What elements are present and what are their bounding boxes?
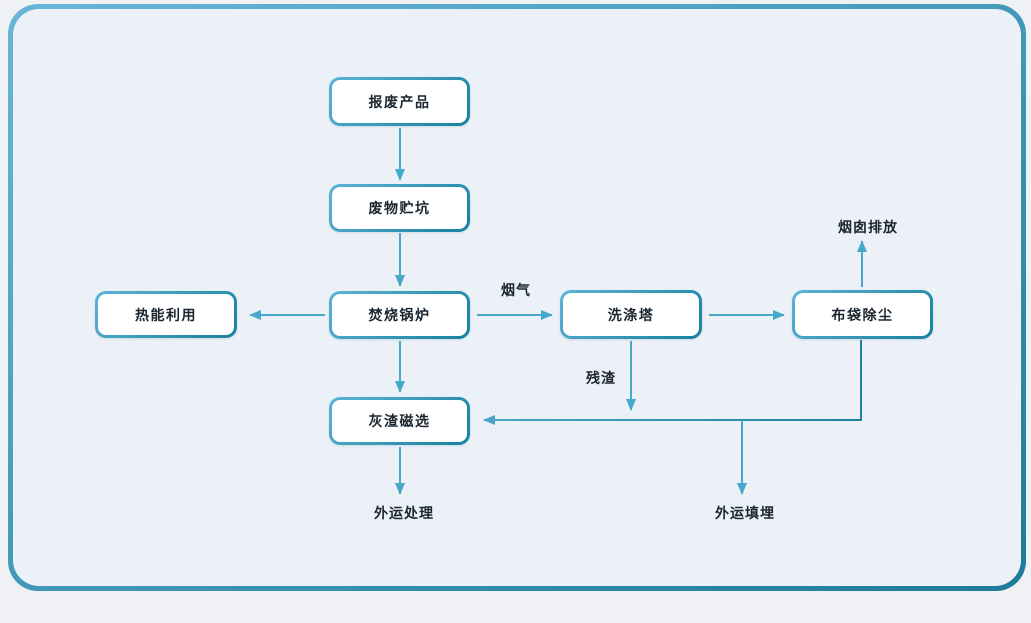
node-scrap-products-box: 报废产品	[332, 80, 467, 123]
label-outbound-landfill: 外运填埋	[715, 505, 775, 521]
node-ash-magnetic-separation-label: 灰渣磁选	[368, 413, 431, 429]
node-bag-dust-collector-box: 布袋除尘	[795, 293, 930, 336]
node-bag-dust-collector: 布袋除尘	[792, 290, 933, 339]
node-incineration-boiler-box: 焚烧锅炉	[332, 294, 467, 336]
node-ash-magnetic-separation-box: 灰渣磁选	[332, 400, 467, 442]
node-bag-dust-collector-label: 布袋除尘	[831, 306, 894, 323]
label-chimney-emission: 烟囱排放	[838, 219, 898, 235]
node-scrubber-tower-box: 洗涤塔	[563, 293, 699, 336]
node-scrubber-tower: 洗涤塔	[560, 290, 702, 339]
label-outbound-treatment: 外运处理	[374, 505, 434, 521]
node-thermal-utilization-label: 热能利用	[135, 306, 197, 323]
node-scrubber-tower-label: 洗涤塔	[607, 306, 655, 323]
label-residue: 残渣	[586, 370, 616, 386]
node-scrap-products: 报废产品	[329, 77, 470, 126]
label-flue-gas: 烟气	[501, 282, 531, 298]
node-ash-magnetic-separation: 灰渣磁选	[329, 397, 470, 445]
node-waste-pit-label: 废物贮坑	[368, 200, 431, 216]
node-scrap-products-label: 报废产品	[368, 93, 431, 110]
node-waste-pit-box: 废物贮坑	[332, 187, 467, 229]
node-incineration-boiler-label: 焚烧锅炉	[368, 307, 431, 323]
node-incineration-boiler: 焚烧锅炉	[329, 291, 470, 339]
node-thermal-utilization: 热能利用	[95, 291, 237, 338]
node-thermal-utilization-box: 热能利用	[98, 294, 234, 335]
node-waste-pit: 废物贮坑	[329, 184, 470, 232]
